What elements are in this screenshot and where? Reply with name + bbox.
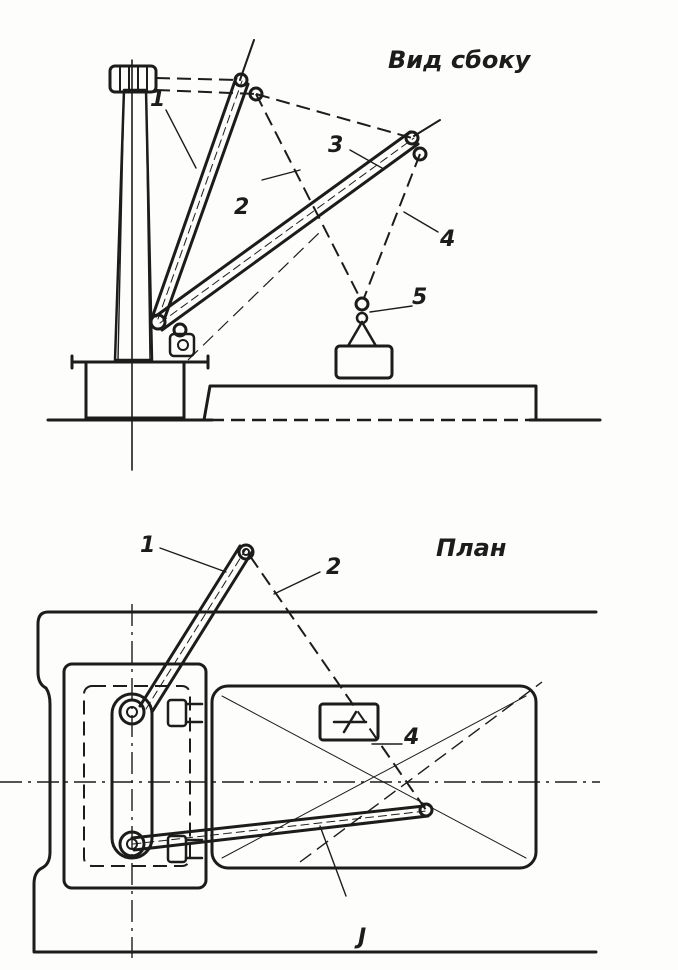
boom-3	[154, 119, 441, 332]
boom-1	[150, 39, 264, 322]
label-2-side: 2	[234, 195, 249, 220]
boom-foot	[149, 313, 196, 358]
side-view: Вид сбоку	[46, 39, 602, 471]
mast-base	[46, 354, 214, 422]
pier	[202, 384, 602, 422]
plan-view: План	[0, 533, 600, 958]
crane-platform	[62, 662, 208, 890]
mast	[113, 88, 154, 362]
plan-boom-3	[130, 802, 434, 852]
side-leaders	[165, 109, 439, 313]
label-4-side: 4	[439, 227, 455, 252]
rigging-side	[155, 77, 421, 361]
plan-view-title: План	[436, 534, 506, 562]
label-3-side: 3	[328, 133, 343, 158]
label-5-side: 5	[412, 285, 427, 310]
pier-outline	[32, 610, 598, 954]
label-1-plan: 1	[140, 533, 155, 558]
cargo-hatch	[210, 684, 538, 870]
label-1-side: 1	[150, 87, 165, 112]
plan-leaders	[159, 547, 403, 897]
label-3-plan: J	[354, 925, 366, 950]
plan-boom-1	[138, 543, 255, 714]
label-2-plan: 2	[326, 555, 341, 580]
hook-and-load	[334, 296, 394, 380]
side-view-title: Вид сбоку	[388, 46, 532, 74]
rigging-plan	[249, 555, 543, 863]
label-4-plan: 4	[403, 725, 419, 750]
